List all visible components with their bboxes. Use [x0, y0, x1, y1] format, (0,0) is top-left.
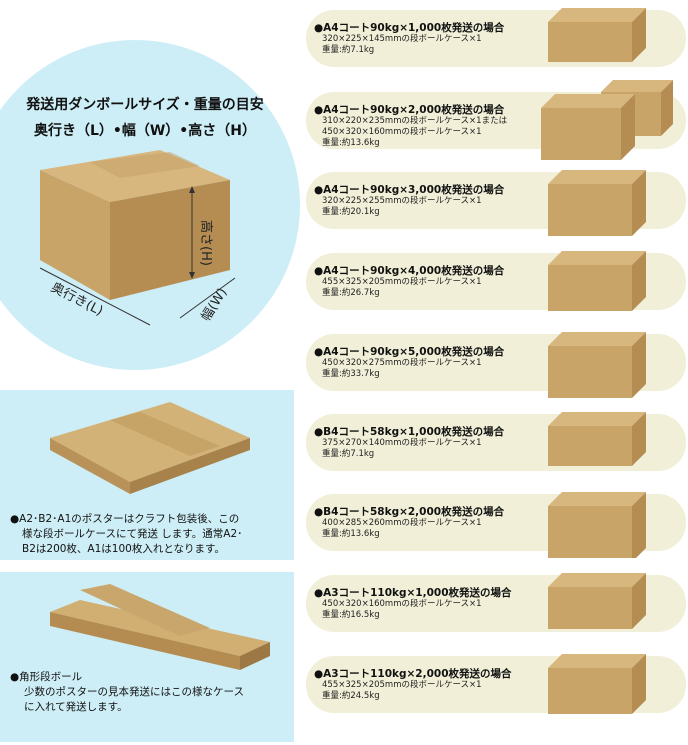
row-spec-line1: 455×325×205mmの段ボールケース×1: [322, 277, 482, 287]
cardboard-box-icon: [548, 412, 646, 466]
row-spec-line1: 455×325×205mmの段ボールケース×1: [322, 680, 482, 690]
cardboard-box-icon: [548, 492, 646, 558]
row-spec-line1: 320×225×255mmの段ボールケース×1: [322, 196, 482, 206]
row-spec-line2: 重量:約16.5kg: [322, 610, 380, 620]
row-title: ●A4コート90kg×1,000枚発送の場合: [314, 22, 505, 34]
row-spec-line1: 310×220×235mmの段ボールケース×1または: [322, 116, 508, 126]
width-label: 幅(W): [199, 286, 231, 324]
row-spec-line1: 320×225×145mmの段ボールケース×1: [322, 34, 482, 44]
row-title: ●B4コート58kg×1,000枚発送の場合: [314, 426, 505, 438]
row-spec-line3: 重量:約13.6kg: [322, 138, 380, 148]
cardboard-box-icon: [548, 573, 646, 629]
row-title: ●B4コート58kg×2,000枚発送の場合: [314, 506, 505, 518]
cardboard-box-icon: [548, 332, 646, 398]
row-spec-line1: 375×270×140mmの段ボールケース×1: [322, 438, 482, 448]
guide-title: 発送用ダンボールサイズ・重量の目安 奥行き（L）•幅（W）•高さ（H）: [0, 92, 290, 144]
row-spec-line1: 450×320×275mmの段ボールケース×1: [322, 358, 482, 368]
guide-title-line2: 奥行き（L）•幅（W）•高さ（H）: [34, 123, 256, 139]
row-spec-line1: 450×320×160mmの段ボールケース×1: [322, 599, 482, 609]
row-spec-line1: 400×285×260mmの段ボールケース×1: [322, 518, 482, 528]
tube-box-illustration: [50, 584, 270, 670]
depth-arrow: [39, 267, 151, 326]
box-side-face: [110, 180, 230, 300]
tube-panel-text: ●角形段ボール 少数のポスターの見本発送にはこの様なケース に入れて発送します。: [10, 671, 244, 713]
row-title: ●A4コート90kg×4,000枚発送の場合: [314, 265, 505, 277]
row-title: ●A4コート90kg×5,000枚発送の場合: [314, 346, 505, 358]
guide-title-line1: 発送用ダンボールサイズ・重量の目安: [26, 97, 264, 113]
poster-box-panel: ●A2･B2･A1のポスターはクラフト包装後、この 様な段ボールケースにて発送 …: [0, 390, 294, 560]
cardboard-box-icon: [548, 170, 646, 236]
row-title: ●A4コート90kg×3,000枚発送の場合: [314, 184, 505, 196]
row-spec-line2: 重量:約7.1kg: [322, 45, 375, 55]
flat-box-illustration: [50, 402, 250, 494]
row-spec-line2: 450×320×160mmの段ボールケース×1: [322, 127, 482, 137]
poster-panel-text: ●A2･B2･A1のポスターはクラフト包装後、この 様な段ボールケースにて発送 …: [10, 513, 243, 555]
cardboard-box-icon: [541, 80, 673, 160]
row-title: ●A3コート110kg×2,000枚発送の場合: [314, 668, 512, 680]
row-title: ●A3コート110kg×1,000枚発送の場合: [314, 587, 512, 599]
dimension-box-illustration: 高さ(H) 奥行き(L) 幅(W): [39, 150, 236, 326]
cardboard-box-icon: [548, 654, 646, 714]
box-tape: [90, 152, 200, 178]
row-spec-line2: 重量:約33.7kg: [322, 369, 380, 379]
width-arrow: [179, 277, 236, 319]
row-spec-line2: 重量:約7.1kg: [322, 449, 375, 459]
row-title: ●A4コート90kg×2,000枚発送の場合: [314, 104, 505, 116]
row-spec-line2: 重量:約20.1kg: [322, 207, 380, 217]
row-spec-line2: 重量:約26.7kg: [322, 288, 380, 298]
cardboard-box-icon: [548, 251, 646, 311]
box-front-face: [40, 170, 110, 300]
height-label: 高さ(H): [198, 220, 214, 266]
tube-box-panel: ●角形段ボール 少数のポスターの見本発送にはこの様なケース に入れて発送します。: [0, 572, 294, 742]
cardboard-box-icon: [548, 8, 646, 62]
row-spec-line2: 重量:約24.5kg: [322, 691, 380, 701]
row-spec-line2: 重量:約13.6kg: [322, 529, 380, 539]
